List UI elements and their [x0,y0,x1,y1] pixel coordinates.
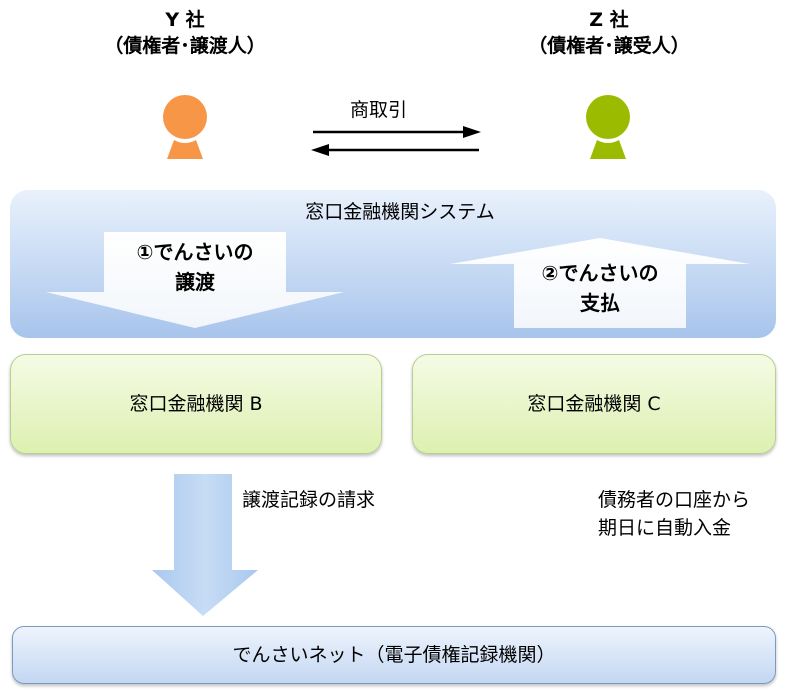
step2-up-arrow [450,238,750,328]
person-y-body [167,140,203,159]
bank-b-label: 窓口金融機関 B [129,393,263,415]
bank-c-box: 窓口金融機関 C [412,354,776,454]
densai-network-label: でんさいネット（電子債権記録機関） [232,644,556,666]
densai-network-box: でんさいネット（電子債権記録機関） [12,626,776,684]
step1-label: ①でんさいの 譲渡 [110,237,280,297]
bank-c-label: 窓口金融機関 C [527,393,661,415]
request-down-arrow [152,474,258,616]
step1-arrow-shape [46,232,344,328]
party-z-name: Z 社 [589,9,629,31]
payment-note: 債務者の口座から 期日に自動入金 [598,486,750,542]
person-y-head [163,95,207,139]
payment-note-line2: 期日に自動入金 [598,517,732,539]
step2-line1: ②でんさいの [541,261,659,285]
bank-b-box: 窓口金融機関 B [10,354,382,454]
party-z-role: （債権者･譲受人） [528,35,690,57]
step1-line1: ①でんさいの [136,240,254,264]
person-y-icon [163,95,207,159]
party-y-name: Y 社 [165,9,205,31]
party-y-label: Y 社 （債権者･譲渡人） [70,7,300,59]
step2-line2: 支払 [580,291,620,315]
payment-note-line1: 債務者の口座から [598,489,751,511]
request-label: 譲渡記録の請求 [242,489,376,511]
step2-label: ②でんさいの 支払 [505,258,695,318]
request-arrow-shape [152,474,258,616]
trade-arrow-right-head [463,126,481,138]
step2-arrow-shape [450,238,750,328]
person-z-body [590,140,626,159]
person-z-icon [586,95,630,159]
trade-label: 商取引 [350,99,408,121]
step1-down-arrow [46,232,344,328]
party-z-label: Z 社 （債権者･譲受人） [494,7,724,59]
person-z-head [586,95,630,139]
trade-arrows [311,126,481,156]
system-title: 窓口金融機関システム [305,201,495,223]
step1-line2: 譲渡 [175,270,215,294]
trade-arrow-left-head [311,144,329,156]
party-y-role: （債権者･譲渡人） [104,35,266,57]
